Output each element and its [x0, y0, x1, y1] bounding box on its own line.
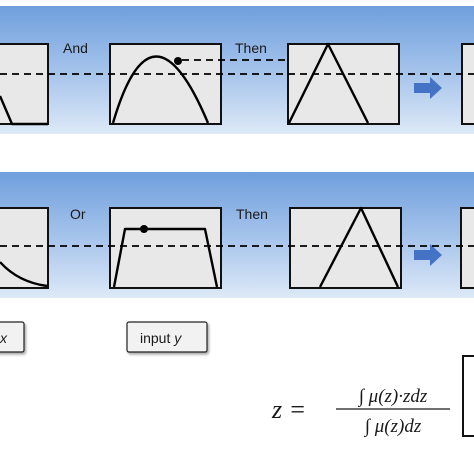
input-y-button[interactable]: input y [126, 321, 208, 353]
rule-1: And Then [0, 6, 474, 134]
centroid-formula: z = ∫ μ(z)·zdz ∫ μ(z)dz [271, 386, 450, 438]
rule-2-then: Then [236, 206, 268, 222]
formula-numerator: ∫ μ(z)·zdz [358, 386, 428, 408]
rule-2-input-x-panel [0, 207, 49, 289]
rule-1-aggregate-panel [461, 43, 474, 125]
input-x-variable: x [0, 330, 8, 346]
rule-1-output-panel [287, 42, 400, 125]
rule-2-activation-point [140, 225, 148, 233]
rule-1-input-y-panel [109, 43, 222, 125]
right-arrow-icon [414, 77, 442, 99]
svg-text:x: x [0, 330, 8, 346]
formula-denominator: ∫ μ(z)dz [364, 416, 422, 438]
rule-1-then: Then [235, 40, 267, 56]
rule-2-connector: Or [70, 206, 86, 222]
output-result-panel [462, 355, 474, 437]
rule-1-band [0, 6, 474, 134]
input-y-variable: y [173, 330, 182, 346]
svg-text:input y: input y [140, 330, 182, 346]
formula-lhs: z = [271, 395, 306, 424]
right-arrow-icon [414, 244, 442, 266]
rule-2-output-panel [289, 206, 402, 289]
input-y-label: input [140, 330, 174, 346]
rule-2: Or Then [0, 172, 474, 298]
rule-1-input-x-panel [0, 43, 49, 126]
rule-2-band [0, 172, 474, 298]
rule-1-connector: And [63, 40, 88, 56]
input-x-button[interactable]: x [0, 321, 25, 353]
rule-1-activation-point [174, 57, 182, 65]
rule-2-aggregate-panel [460, 207, 474, 289]
rule-2-input-y-panel [109, 207, 222, 289]
